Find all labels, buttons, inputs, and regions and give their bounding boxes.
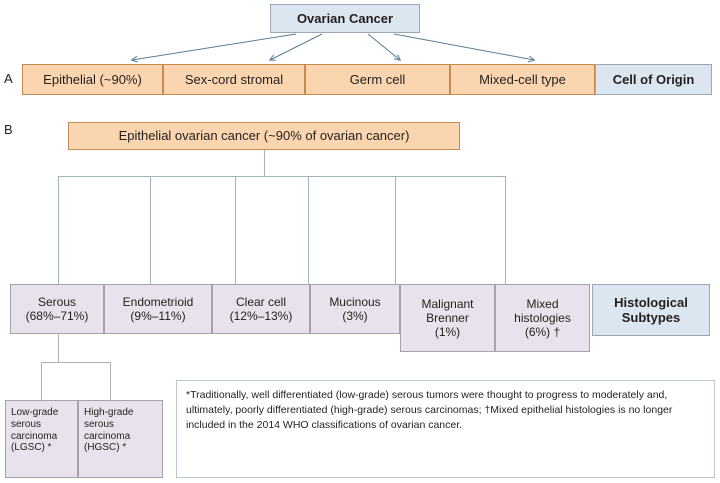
- subtype-malignant-brenner-percent: (1%): [434, 325, 461, 340]
- connector-serous-stem: [58, 334, 59, 362]
- connector-drop-malignant-brenner: [395, 176, 396, 284]
- epithelial-ovarian-cancer-root-box: Epithelial ovarian cancer (~90% of ovari…: [68, 122, 460, 150]
- cell-origin-epithelial-label: Epithelial (~90%): [43, 71, 142, 87]
- grade-hgsc-line1: High-grade: [84, 407, 134, 418]
- footnote-box: *Traditionally, well differentiated (low…: [176, 380, 715, 478]
- subtype-endometrioid-name: Endometrioid: [122, 294, 194, 309]
- subtype-mixed-histologies-box: Mixed histologies (6%) †: [495, 284, 590, 352]
- histological-subtypes-row-label-line2: Subtypes: [621, 310, 681, 325]
- grade-hgsc-line2: serous: [84, 418, 115, 430]
- subtype-mixed-histologies-name: Mixed: [526, 296, 559, 311]
- subtype-malignant-brenner-name: Malignant: [421, 296, 474, 311]
- subtype-clear-cell-name: Clear cell: [235, 294, 286, 309]
- connector-drop-lgsc: [41, 362, 42, 400]
- subtype-mucinous-name: Mucinous: [329, 294, 381, 309]
- subtype-mucinous-percent: (3%): [342, 309, 368, 323]
- connector-drop-serous: [58, 176, 59, 284]
- cell-origin-row-label: Cell of Origin: [612, 71, 695, 87]
- grade-lgsc-line4: (LGSC) *: [11, 442, 52, 454]
- connector-grade-bracket-horizontal: [41, 362, 111, 363]
- grade-hgsc-line3: carcinoma: [84, 430, 131, 442]
- grade-lgsc-box: Low-grade serous carcinoma (LGSC) *: [5, 400, 78, 478]
- grade-lgsc-line1: Low-grade: [11, 407, 59, 418]
- grade-hgsc-line4: (HGSC) *: [84, 442, 127, 454]
- cell-origin-mixed-cell-label: Mixed-cell type: [479, 71, 566, 87]
- cell-origin-sex-cord-stromal-label: Sex-cord stromal: [184, 71, 284, 87]
- connector-drop-endometrioid: [150, 176, 151, 284]
- subtype-mixed-histologies-percent: (6%) †: [524, 325, 561, 340]
- panel-a-arrow-connectors: [0, 33, 720, 110]
- connector-drop-mixed-histologies: [505, 176, 506, 284]
- cell-origin-epithelial-box: Epithelial (~90%): [22, 64, 163, 95]
- footnote-text: *Traditionally, well differentiated (low…: [186, 389, 673, 432]
- subtype-endometrioid-box: Endometrioid (9%–11%): [104, 284, 212, 334]
- histological-subtypes-row-label-line1: Histological: [614, 294, 688, 310]
- cell-origin-mixed-cell-box: Mixed-cell type: [450, 64, 595, 95]
- cell-origin-germ-cell-box: Germ cell: [305, 64, 450, 95]
- subtype-serous-box: Serous (68%–71%): [10, 284, 104, 334]
- panel-a-letter: A: [4, 71, 13, 86]
- cell-origin-sex-cord-stromal-box: Sex-cord stromal: [163, 64, 305, 95]
- panel-b-letter: B: [4, 122, 13, 137]
- cell-origin-row-label-box: Cell of Origin: [595, 64, 712, 95]
- subtype-clear-cell-percent: (12%–13%): [229, 309, 293, 323]
- subtype-clear-cell-box: Clear cell (12%–13%): [212, 284, 310, 334]
- histological-subtypes-row-label-box: Histological Subtypes: [592, 284, 710, 336]
- epithelial-ovarian-cancer-root-label: Epithelial ovarian cancer (~90% of ovari…: [118, 128, 410, 144]
- connector-drop-hgsc: [110, 362, 111, 400]
- subtype-malignant-brenner-box: Malignant Brenner (1%): [400, 284, 495, 352]
- cell-origin-germ-cell-label: Germ cell: [349, 71, 406, 87]
- connector-drop-mucinous: [308, 176, 309, 284]
- subtype-serous-percent: (68%–71%): [25, 309, 89, 323]
- subtype-serous-name: Serous: [37, 294, 77, 309]
- subtype-mucinous-box: Mucinous (3%): [310, 284, 400, 334]
- ovarian-cancer-root-label: Ovarian Cancer: [296, 10, 394, 26]
- connector-drop-clear-cell: [235, 176, 236, 284]
- subtype-malignant-brenner-name2: Brenner: [426, 310, 469, 325]
- connector-root-stem: [264, 150, 265, 176]
- ovarian-cancer-root-box: Ovarian Cancer: [270, 4, 420, 33]
- grade-hgsc-box: High-grade serous carcinoma (HGSC) *: [78, 400, 163, 478]
- grade-lgsc-line2: serous: [11, 418, 42, 430]
- grade-lgsc-line3: carcinoma: [11, 430, 58, 442]
- connector-bracket-horizontal: [58, 176, 506, 177]
- subtype-mixed-histologies-name2: histologies: [514, 310, 571, 325]
- subtype-endometrioid-percent: (9%–11%): [130, 309, 186, 323]
